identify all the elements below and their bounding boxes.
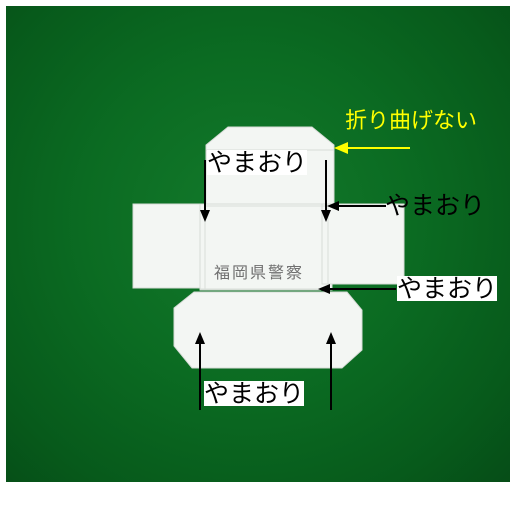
mountain-fold-label-right-upper: やまおり [385,191,486,220]
mountain-fold-label-bottom: やまおり [204,379,305,408]
yellow-arrow [334,142,410,154]
arrow-right-lower [318,284,396,294]
right-side-flap [321,203,405,285]
arrow-top-right [321,160,331,222]
arrow-right-upper [327,201,386,211]
mountain-fold-label-top: やまおり [207,148,308,177]
no-fold-label: 折り曲げない [345,109,478,134]
box-stamp-text: 福岡県警察 [214,263,305,282]
fold-lines [200,204,334,290]
paper-net [132,126,405,369]
arrow-bottom-right [326,332,336,410]
arrow-bottom-left [195,332,205,410]
bottom-flap [173,291,363,369]
arrow-top-left [200,160,210,222]
mountain-fold-label-right-lower: やまおり [397,274,498,303]
center-panel [199,203,333,291]
left-side-flap [132,203,212,289]
